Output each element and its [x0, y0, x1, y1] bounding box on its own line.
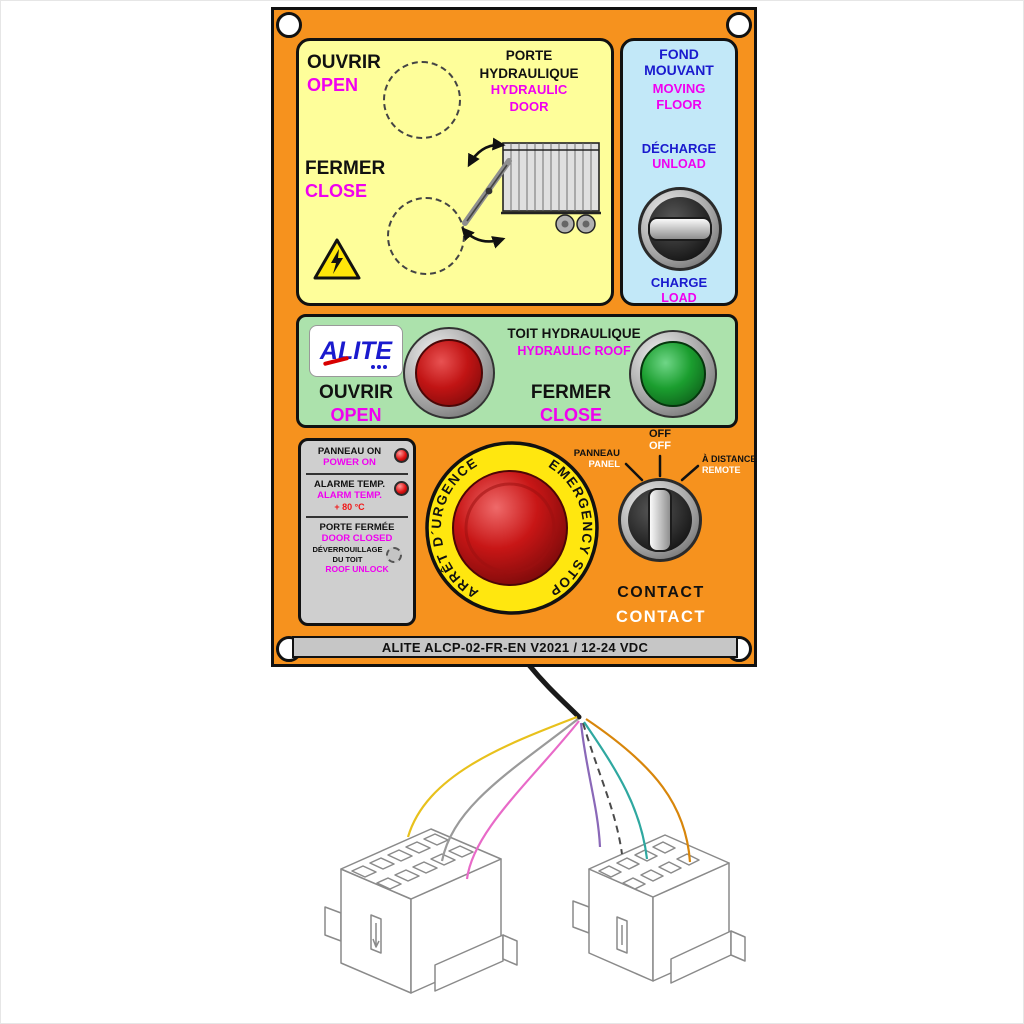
door-open-label: OUVRIR OPEN [307, 51, 381, 96]
door-closed-label-fr: PORTE FERMÉE [319, 522, 395, 534]
selector-remote-label-en: REMOTE [702, 465, 741, 475]
moving-floor-section: FOND MOUVANT MOVING FLOOR DÉCHARGE UNLOA… [620, 38, 738, 306]
status-panel: PANNEAU ON POWER ON ALARME TEMP. ALARM T… [298, 438, 416, 626]
power-led [394, 448, 409, 463]
roof-open-label: OUVRIR OPEN [309, 381, 403, 426]
selector-panel-label-fr: PANNEAU [573, 448, 620, 459]
model-label-bar: ALITE ALCP-02-FR-EN V2021 / 12-24 VDC [292, 636, 738, 658]
roof-open-button[interactable] [403, 327, 495, 419]
alarm-label-fr: ALARME TEMP. [313, 478, 386, 490]
wire-teal [583, 721, 649, 860]
roof-open-label-en: OPEN [330, 404, 382, 425]
mode-selector-knob[interactable] [618, 478, 702, 562]
selector-tick-marks [624, 454, 700, 482]
door-section-title: PORTE HYDRAULIQUE HYDRAULIC DOOR [447, 47, 611, 116]
control-panel: OUVRIR OPEN FERMER CLOSE PORTE HYDRAULIQ… [271, 7, 757, 667]
alarm-threshold-value: + 80 °C [334, 501, 365, 512]
status-divider-2 [306, 516, 408, 519]
door-title-en-2: DOOR [509, 98, 549, 114]
door-title-en-1: HYDRAULIC [490, 82, 568, 98]
door-open-button-placeholder[interactable] [383, 61, 461, 139]
floor-title-en-2: FLOOR [656, 97, 702, 112]
power-label-en: POWER ON [323, 457, 376, 469]
wire-yellow [406, 715, 578, 838]
floor-knob-lever [648, 216, 712, 242]
door-close-label: FERMER CLOSE [305, 157, 385, 202]
door-open-label-en: OPEN [307, 74, 359, 95]
roof-unlock-keyhole[interactable] [385, 546, 402, 563]
trailer-illustration [461, 137, 601, 249]
connector-left [324, 828, 518, 994]
model-label: ALITE ALCP-02-FR-EN V2021 / 12-24 VDC [381, 639, 649, 655]
wire-pink [465, 720, 580, 880]
door-closed-label-en: DOOR CLOSED [321, 533, 393, 545]
wire-gray [440, 718, 579, 862]
floor-title-fr-2: MOUVANT [644, 62, 714, 78]
floor-selector-knob[interactable] [638, 187, 722, 271]
wire-violet [579, 722, 602, 848]
selector-remote-label-fr: À DISTANCE [702, 454, 757, 464]
door-title-fr-2: HYDRAULIQUE [479, 65, 579, 81]
electrical-hazard-icon [313, 238, 361, 280]
alarm-led [394, 480, 409, 496]
roof-open-label-fr: OUVRIR [319, 382, 393, 403]
roof-close-label: FERMER CLOSE [511, 381, 631, 426]
wire-dashed-dark [582, 722, 623, 855]
selector-panel-label-en: PANEL [588, 459, 621, 470]
roof-close-label-fr: FERMER [530, 382, 612, 403]
estop-mushroom-button[interactable] [452, 470, 568, 586]
contact-label-en: CONTACT [616, 608, 706, 626]
screw-hole-top-right [726, 12, 752, 38]
door-title-fr-1: PORTE [505, 48, 553, 63]
roof-unlock-label-fr-1: DÉVERROUILLAGE [312, 545, 383, 555]
alite-logo: ALITE [309, 325, 403, 377]
hydraulic-door-section: OUVRIR OPEN FERMER CLOSE PORTE HYDRAULIQ… [296, 38, 614, 306]
floor-title-fr-1: FOND [659, 46, 699, 62]
selector-off-label-en: OFF [649, 440, 671, 452]
roof-close-button-cap [640, 341, 706, 407]
power-status-row: PANNEAU ON POWER ON [305, 446, 409, 469]
roof-title-fr: TOIT HYDRAULIQUE [507, 326, 641, 341]
roof-unlock-label-en: ROOF UNLOCK [325, 564, 389, 575]
roof-open-button-cap [414, 338, 484, 408]
power-label-fr: PANNEAU ON [317, 446, 382, 457]
contact-label-fr: CONTACT [617, 584, 705, 601]
emergency-stop[interactable]: ARRÊT D´URGENCE EMERGENCY STOP [422, 438, 602, 618]
hydraulic-roof-section: ALITE OUVRIR OPEN TOIT HYDRAULIQUE HYDRA… [296, 314, 738, 428]
door-close-label-fr: FERMER [305, 158, 386, 179]
main-cable [526, 662, 582, 720]
status-divider-1 [306, 472, 408, 475]
roof-title-en: HYDRAULIC ROOF [517, 343, 631, 358]
floor-title-en-1: MOVING [652, 81, 706, 96]
alarm-label-en: ALARM TEMP. [317, 490, 382, 502]
load-label-fr: CHARGE [650, 275, 708, 290]
mode-selector-lever [647, 488, 673, 552]
alarm-status-row: ALARME TEMP. ALARM TEMP. + 80 °C [305, 479, 409, 513]
door-closed-row: PORTE FERMÉE DOOR CLOSED DÉVERROUILLAGE … [305, 522, 409, 574]
roof-unlock-label-fr-2: DU TOIT [332, 554, 363, 564]
unload-label-fr: DÉCHARGE [641, 141, 717, 156]
selector-off-label-fr: OFF [649, 428, 671, 440]
door-open-label-fr: OUVRIR [307, 52, 381, 73]
wire-orange [585, 718, 692, 863]
alite-logo-dots [371, 365, 387, 369]
load-label-en: LOAD [661, 291, 697, 305]
estop-mushroom-ring [464, 482, 556, 574]
roof-close-button[interactable] [629, 330, 717, 418]
door-close-label-en: CLOSE [305, 180, 368, 201]
connector-right [572, 834, 746, 984]
roof-close-label-en: CLOSE [539, 404, 602, 425]
roof-section-title: TOIT HYDRAULIQUE HYDRAULIC ROOF [495, 325, 653, 359]
screw-hole-top-left [276, 12, 302, 38]
unload-label-en: UNLOAD [652, 157, 706, 171]
